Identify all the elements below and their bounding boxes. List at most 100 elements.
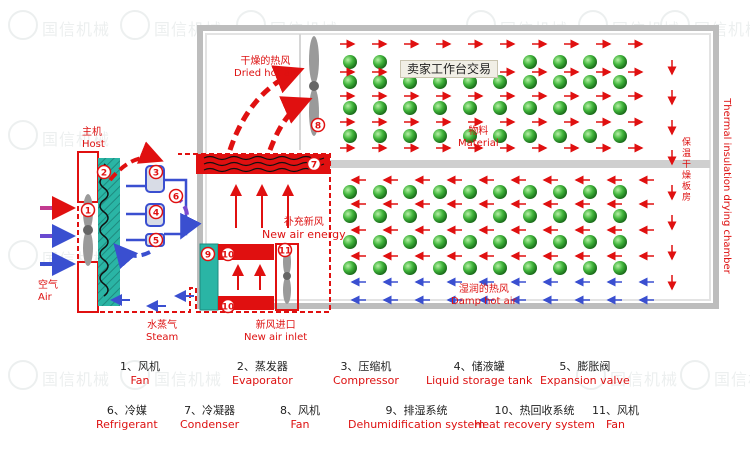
marker-10: 10 <box>220 298 236 314</box>
svg-text:1: 1 <box>85 207 91 217</box>
svg-text:6: 6 <box>173 193 179 203</box>
chamber-partition <box>330 160 710 168</box>
material-ball <box>433 185 447 199</box>
material-ball <box>463 235 477 249</box>
material-ball <box>583 261 597 275</box>
watermark-logo: 国信机械 <box>120 360 221 390</box>
marker-5: 5 <box>148 232 164 248</box>
material-ball <box>583 209 597 223</box>
svg-text:2: 2 <box>101 169 107 179</box>
material-ball <box>373 235 387 249</box>
material-ball <box>613 261 627 275</box>
material-ball <box>613 209 627 223</box>
material-ball <box>493 75 507 89</box>
material-ball <box>523 235 537 249</box>
material-ball <box>343 101 357 115</box>
material-ball <box>523 261 537 275</box>
material-ball <box>343 129 357 143</box>
svg-text:8: 8 <box>315 122 321 132</box>
material-ball <box>463 261 477 275</box>
material-ball <box>463 101 477 115</box>
svg-text:9: 9 <box>205 251 211 261</box>
material-ball <box>403 261 417 275</box>
material-ball <box>553 185 567 199</box>
watermark-logo: 国信机械 <box>8 360 109 390</box>
seller-stamp: 卖家工作台交易 <box>400 60 499 78</box>
material-ball <box>553 235 567 249</box>
marker-9: 9 <box>200 246 216 262</box>
material-ball <box>583 129 597 143</box>
material-ball <box>403 75 417 89</box>
svg-text:10: 10 <box>222 251 235 261</box>
material-ball <box>433 209 447 223</box>
hot-air-flow <box>227 65 313 151</box>
material-ball <box>463 185 477 199</box>
material-ball <box>373 261 387 275</box>
material-ball <box>613 101 627 115</box>
material-ball <box>403 185 417 199</box>
watermark-logo: 国信机械 <box>8 120 109 150</box>
marker-3: 3 <box>148 164 164 180</box>
material-ball <box>433 261 447 275</box>
material-ball <box>493 235 507 249</box>
material-ball <box>403 235 417 249</box>
material-ball <box>523 185 537 199</box>
material-ball <box>373 185 387 199</box>
material-ball <box>553 101 567 115</box>
material-ball <box>373 55 387 69</box>
heat-pump-dryer-diagram: 1 2 3 64 5 7 8 9 10 11 10 <box>40 25 719 314</box>
material-ball <box>373 129 387 143</box>
material-ball <box>493 129 507 143</box>
material-ball <box>343 55 357 69</box>
material-ball <box>343 209 357 223</box>
material-ball <box>493 261 507 275</box>
svg-text:3: 3 <box>153 169 159 179</box>
evaporator-block <box>98 158 120 306</box>
marker-11: 11 <box>277 242 293 258</box>
material-ball <box>373 101 387 115</box>
material-ball <box>343 185 357 199</box>
material-ball <box>373 75 387 89</box>
svg-text:11: 11 <box>279 247 292 257</box>
material-ball <box>493 101 507 115</box>
material-ball <box>493 185 507 199</box>
material-ball <box>523 129 537 143</box>
watermark-logo: 国信机械 <box>8 10 109 40</box>
chamber-label-cn: 保温干燥板房 <box>682 138 692 203</box>
material-ball <box>433 75 447 89</box>
material-ball <box>613 185 627 199</box>
material-ball <box>523 55 537 69</box>
material-ball <box>403 129 417 143</box>
material-ball <box>583 185 597 199</box>
material-ball <box>523 101 537 115</box>
material-ball <box>343 261 357 275</box>
marker-7: 7 <box>306 156 322 172</box>
watermark-logo: 国信机械 <box>680 360 750 390</box>
material-ball <box>523 209 537 223</box>
material-ball <box>343 235 357 249</box>
material-ball <box>553 75 567 89</box>
material-ball <box>343 75 357 89</box>
marker-4: 4 <box>148 204 164 220</box>
material-ball <box>613 235 627 249</box>
svg-text:7: 7 <box>311 161 317 171</box>
dehumidification-block <box>199 243 219 311</box>
material-ball <box>553 261 567 275</box>
material-ball <box>553 55 567 69</box>
watermark-logo: 国信机械 <box>576 360 677 390</box>
material-ball <box>493 209 507 223</box>
material-ball <box>553 129 567 143</box>
marker-1: 1 <box>80 202 96 218</box>
new-air-arrows <box>230 184 294 290</box>
